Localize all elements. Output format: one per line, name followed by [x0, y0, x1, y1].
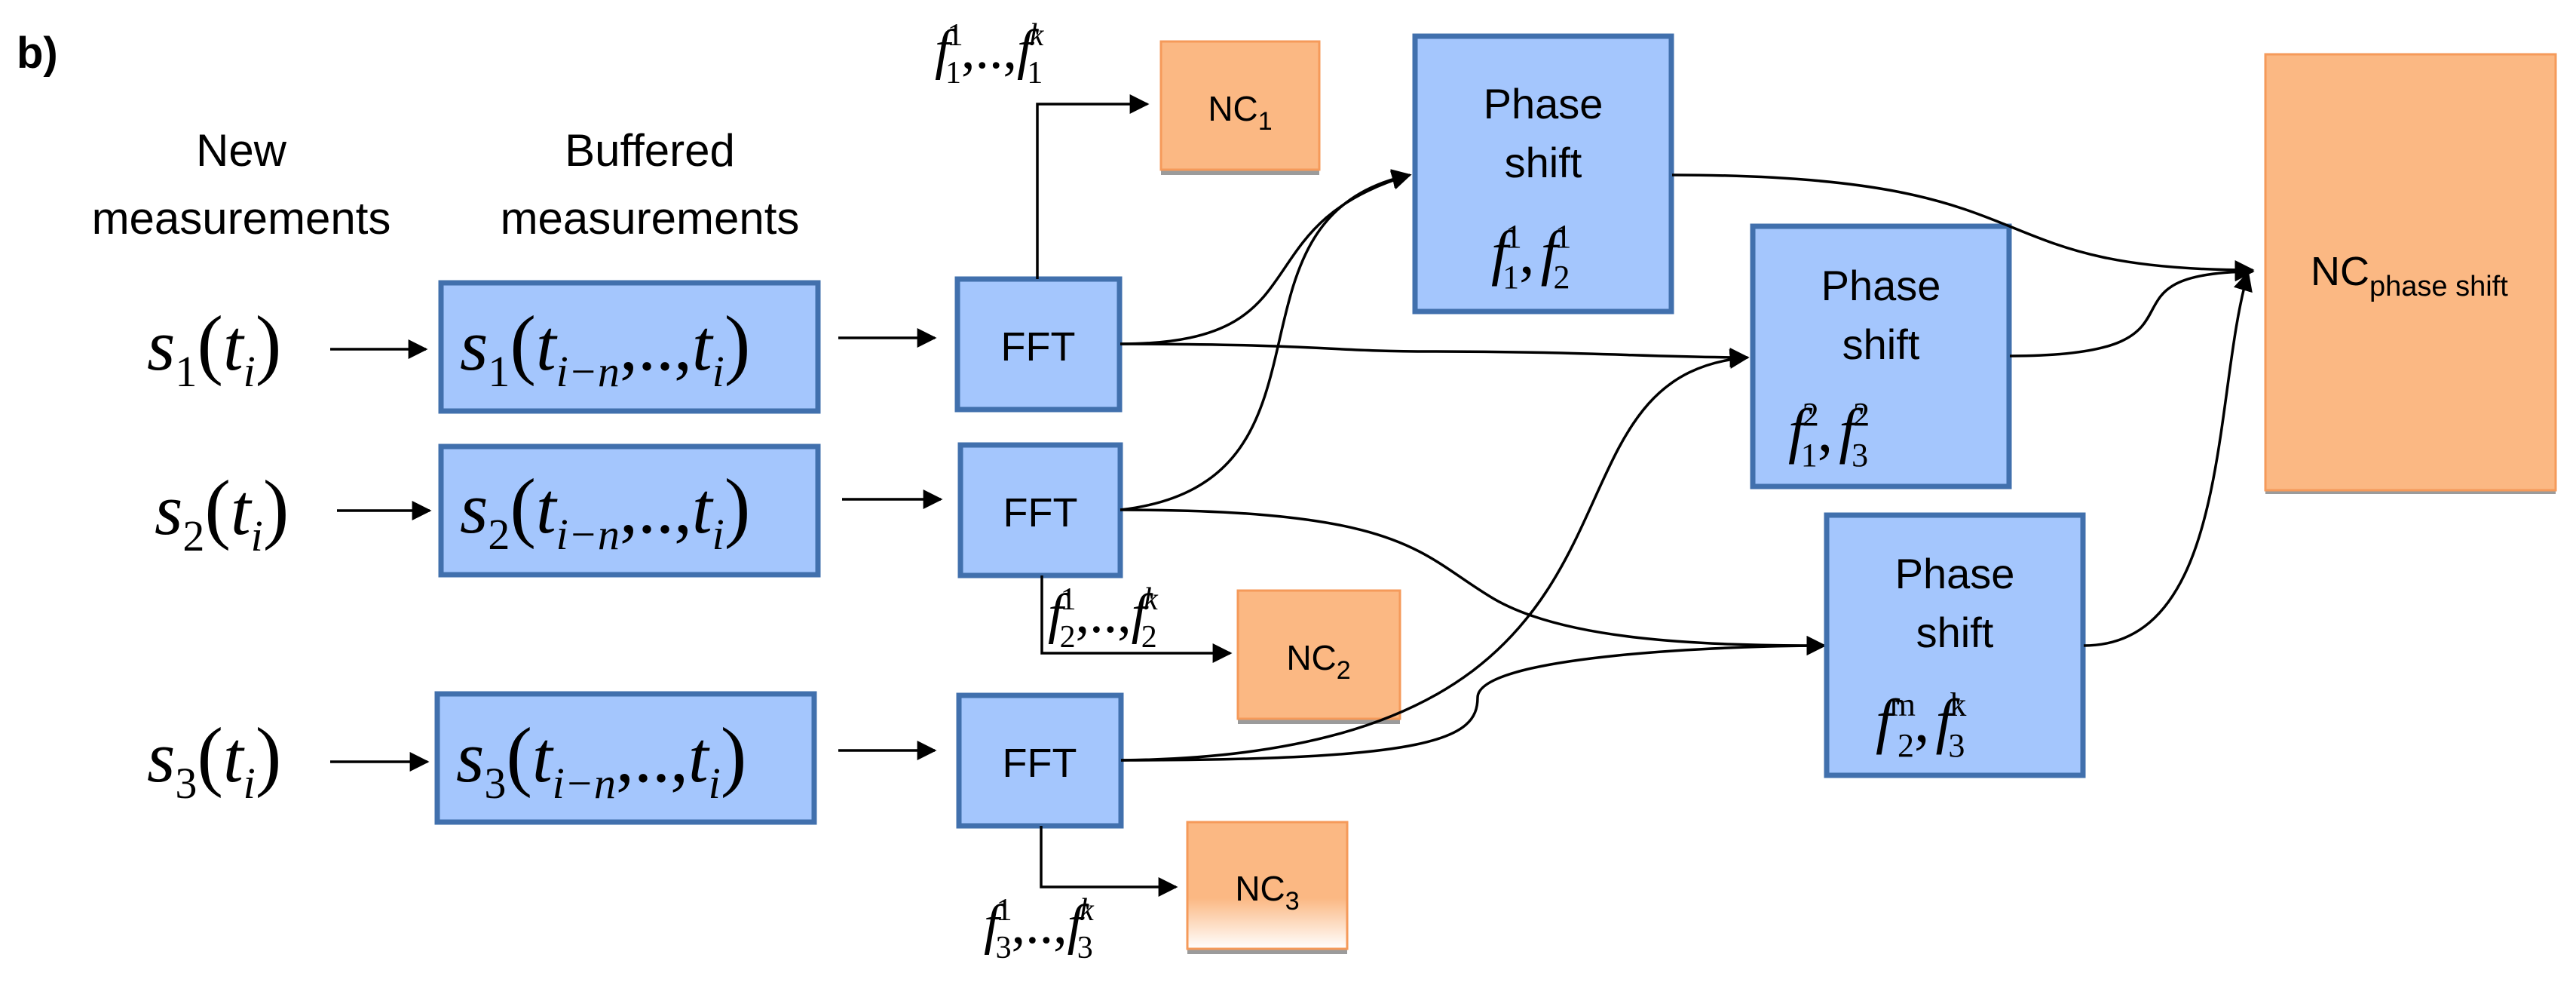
- buffer-signal-3: s3(ti−n,..,ti): [456, 712, 746, 808]
- phase-2-line1: Phase: [1821, 262, 1941, 309]
- nc-phase-shift-block: NCphase shift: [2264, 53, 2557, 494]
- connector-fft-1-to-phase-2: [1120, 342, 1750, 367]
- connector-fft-2-to-nc-2: [1040, 575, 1233, 663]
- fft-block-2: FFT: [957, 442, 1123, 578]
- connector-fft-3-to-nc-3: [1040, 826, 1178, 897]
- input-signal-3: s3(ti): [147, 712, 281, 808]
- buffer-signal-2: s2(ti−n,..,ti): [460, 463, 750, 559]
- header-new-line2: measurements: [92, 193, 391, 244]
- panel-label: b): [17, 29, 58, 78]
- phase-1-line2: shift: [1505, 139, 1582, 186]
- nc-phase-label: NCphase shift: [2311, 249, 2508, 302]
- nc-block-3: NC3: [1186, 821, 1349, 954]
- header-buffered-line2: measurements: [501, 193, 800, 244]
- fft-label-2: FFT: [1003, 490, 1078, 535]
- header-buffered-measurements: Buffered measurements: [501, 125, 800, 244]
- input-signal-2: s2(ti): [155, 465, 289, 560]
- connector-fft-1-to-phase-1: [1120, 170, 1412, 345]
- header-new-line1: New: [196, 125, 287, 176]
- fft-block-3: FFT: [956, 692, 1124, 829]
- phase-3-line2: shift: [1916, 609, 1994, 656]
- connector-fft-2-to-phase-3: [1120, 508, 1827, 655]
- header-buffered-line1: Buffered: [565, 125, 735, 176]
- phase-3-line1: Phase: [1895, 550, 2015, 597]
- connector-fft-3-to-phase-2: [1120, 348, 1750, 762]
- connector-fft-1-to-nc-1: [1036, 94, 1150, 279]
- buffer-signal-1: s1(ti−n,..,ti): [460, 300, 750, 396]
- buffer-block-1: s1(ti−n,..,ti): [438, 280, 821, 414]
- phase-2-line2: shift: [1842, 321, 1920, 368]
- connector-fft-2-to-phase-1: [1120, 169, 1412, 511]
- header-new-measurements: New measurements: [92, 125, 391, 244]
- nc-1-label: NC1: [1208, 89, 1272, 136]
- connector-fft-3-to-phase-3: [1120, 636, 1827, 762]
- nc-block-2: NC2: [1236, 589, 1401, 724]
- connector-phase-2-to-nc-phase: [2009, 262, 2255, 358]
- connector-phase-1-to-nc-phase: [1671, 173, 2255, 280]
- nc-3-label: NC3: [1235, 869, 1299, 916]
- nc-block-1: NC1: [1159, 40, 1321, 175]
- phase-1-line1: Phase: [1484, 80, 1603, 127]
- input-signal-1: s1(ti): [147, 300, 281, 396]
- connector-phase-3-to-nc-phase: [2083, 271, 2253, 647]
- nc-2-label: NC2: [1286, 638, 1350, 685]
- fft-label-3: FFT: [1003, 741, 1077, 786]
- fft-block-1: FFT: [954, 276, 1123, 413]
- buffer-block-3: s3(ti−n,..,ti): [434, 691, 817, 825]
- fft-label-1: FFT: [1001, 324, 1076, 370]
- buffer-block-2: s2(ti−n,..,ti): [438, 443, 821, 578]
